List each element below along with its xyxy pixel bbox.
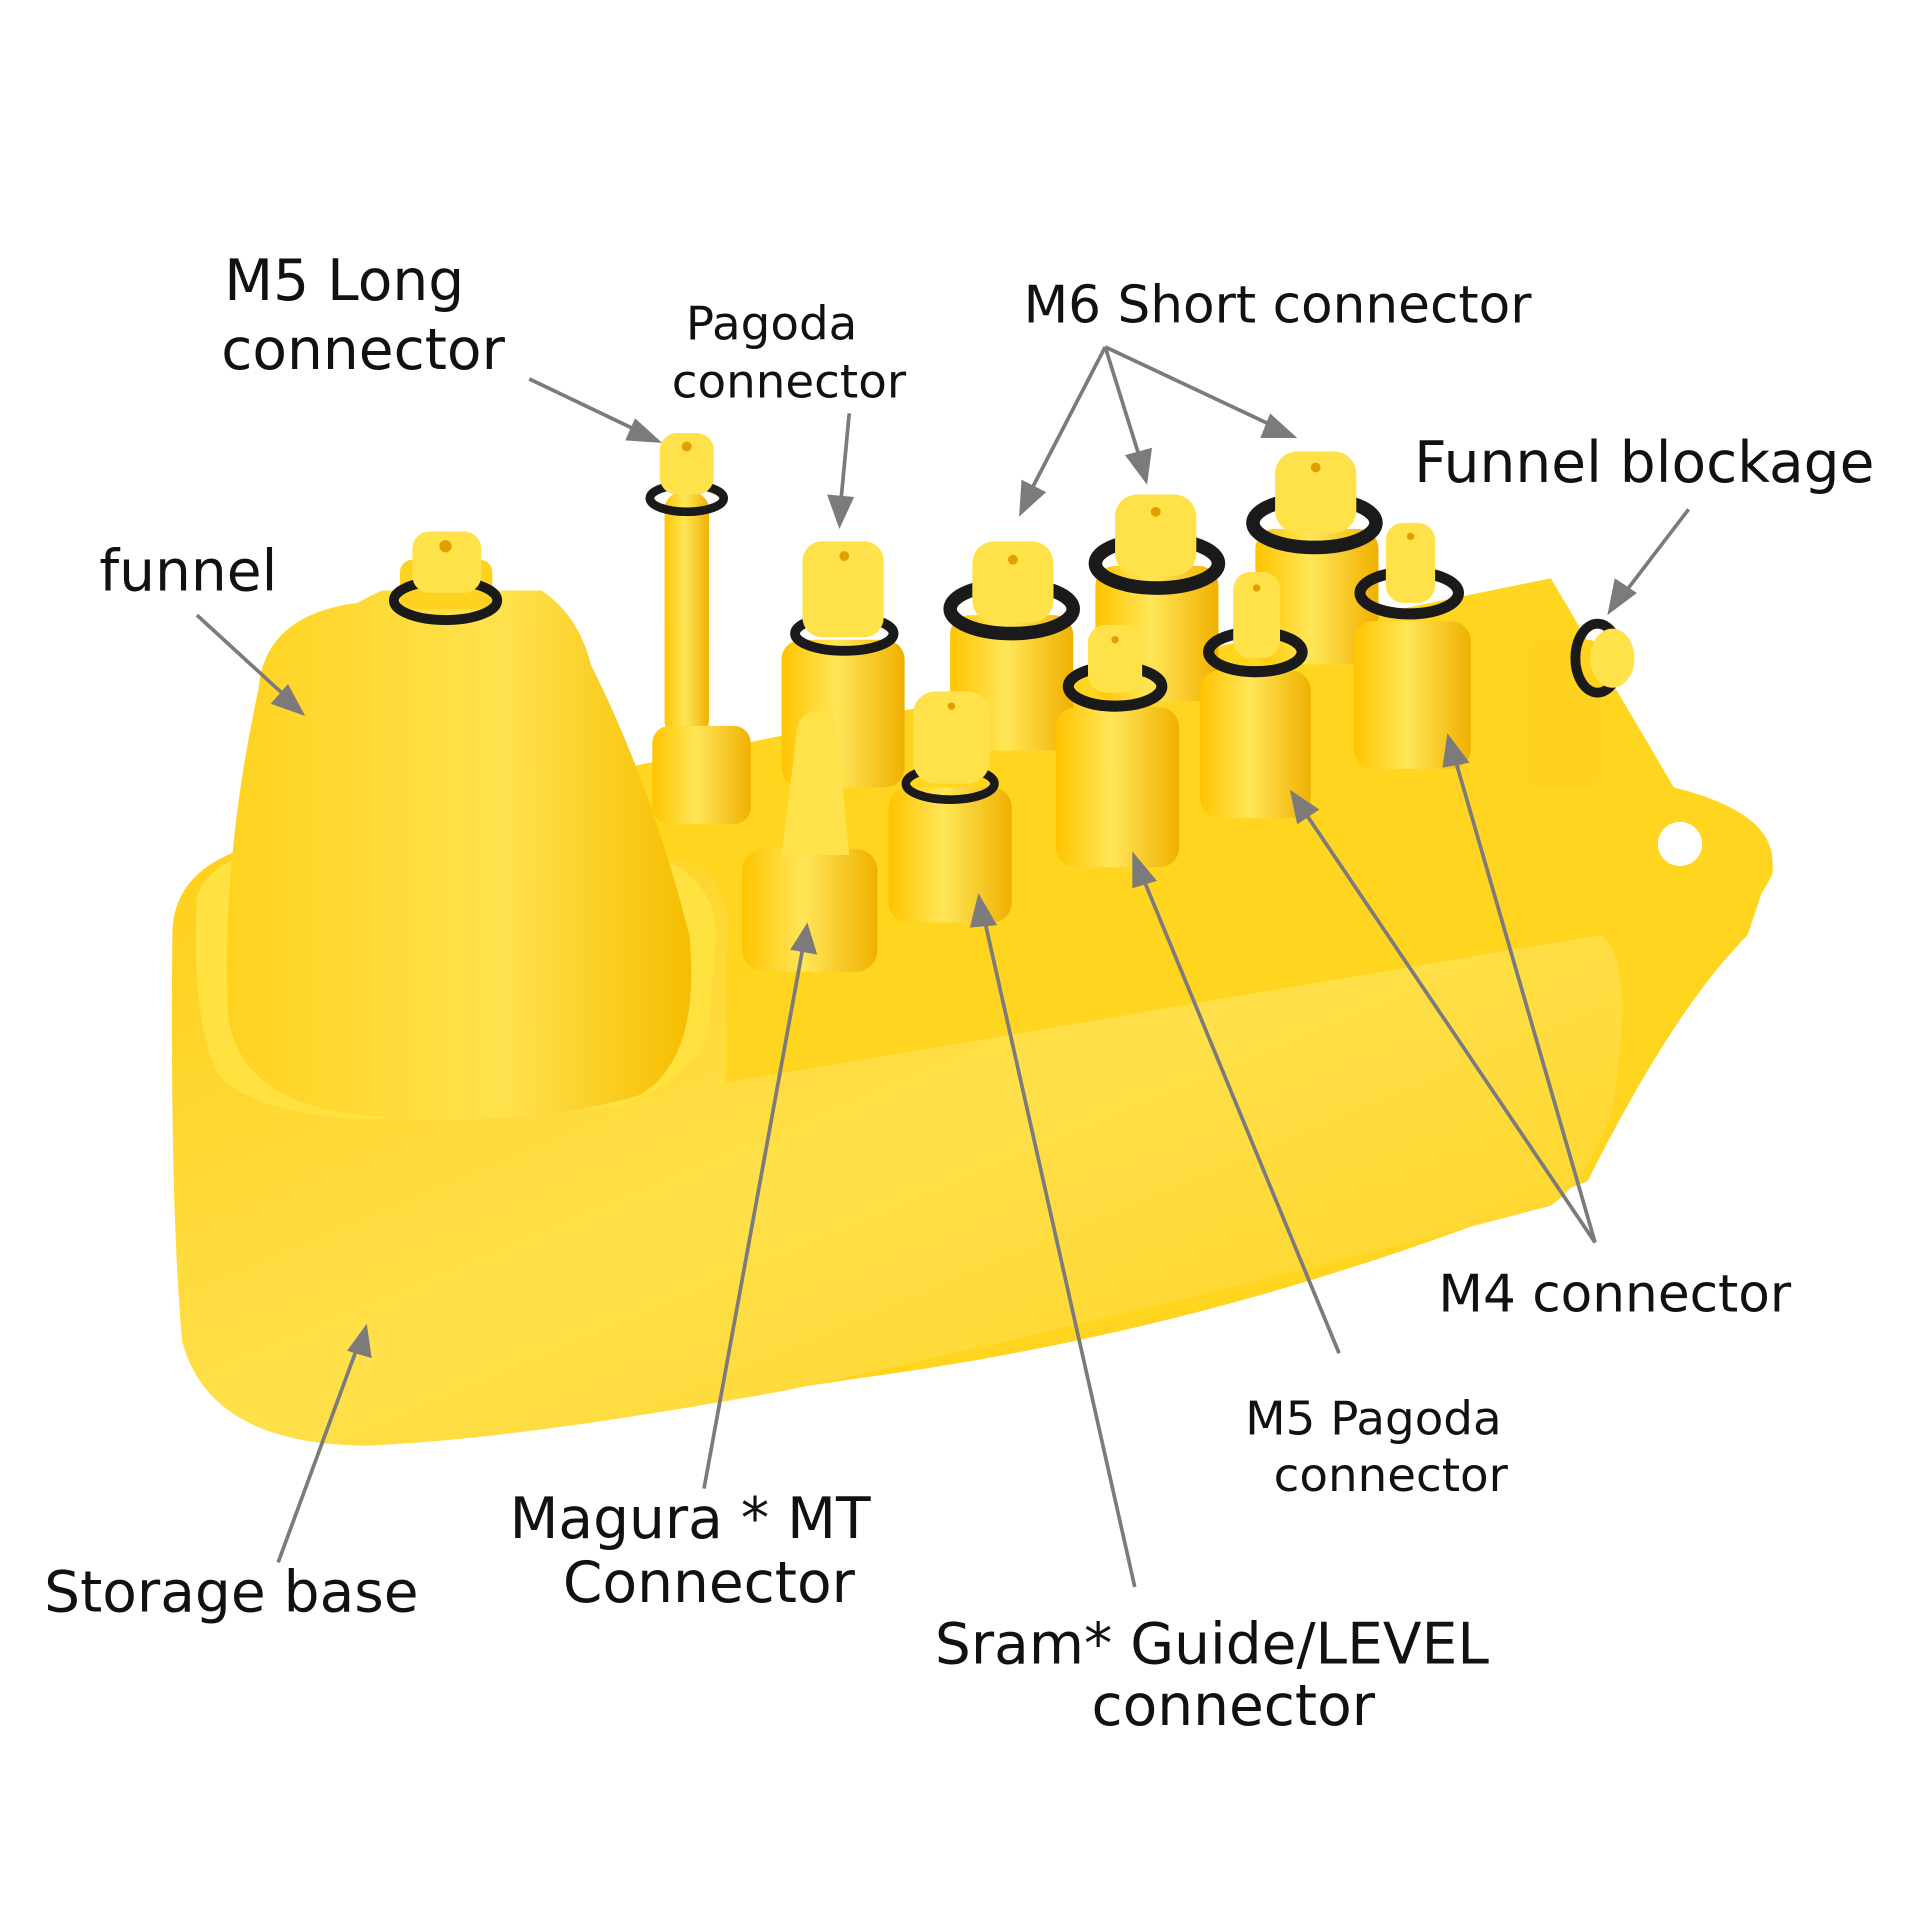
label-pagoda: Pagoda connector [672,298,907,410]
arrow-m5-pagoda [1132,851,1341,1354]
arrow-m4-1 [1289,789,1597,1244]
m4-connector-2 [1353,522,1471,769]
m5-long-connector [645,433,751,825]
arrow-sram [969,893,1137,1588]
base-tab [1538,783,1773,960]
arrow-storage-base [276,1323,372,1564]
arrow-magura [702,922,818,1489]
label-m4: M4 connector [1438,1264,1792,1324]
label-m5-pagoda: M5 Pagoda connector [1245,1392,1516,1503]
funnel-tip-hole [439,540,452,553]
arrow-m5-long [528,377,663,443]
funnel-tip [412,531,482,593]
arrow-funnel-blockage [1607,508,1691,616]
label-magura: Magura * MT Connector [510,1486,889,1616]
magura-mt-connector [742,711,878,972]
label-m6-short: M6 Short connector [1024,275,1533,335]
sram-guide-level-connector [888,691,1012,923]
label-funnel-blockage: Funnel blockage [1414,430,1874,496]
callout-labels: M5 Long connector Pagoda connector M6 Sh… [44,248,1874,1739]
callout-arrows [195,345,1691,1588]
label-sram: Sram* Guide/LEVEL connector [935,1611,1507,1738]
funnel-blockage-plug [1526,618,1635,788]
label-funnel: funnel [99,539,277,605]
arrow-m4-2 [1442,733,1597,1244]
arrow-m6-short-1 [1019,346,1107,517]
arrow-m6-short-3 [1104,345,1298,438]
arrow-m6-short-2 [1103,346,1152,485]
m4-connector-1 [1200,572,1311,819]
m5-pagoda-connector [1056,624,1180,868]
m6-short-connector-3 [1246,451,1383,665]
base-tab-hole [1657,821,1703,867]
arrow-pagoda [827,413,855,529]
label-m5-long: M5 Long connector [221,248,505,383]
arrow-funnel [195,613,306,716]
funnel-body [226,590,692,1120]
label-storage-base: Storage base [44,1560,418,1626]
funnel [226,531,692,1120]
